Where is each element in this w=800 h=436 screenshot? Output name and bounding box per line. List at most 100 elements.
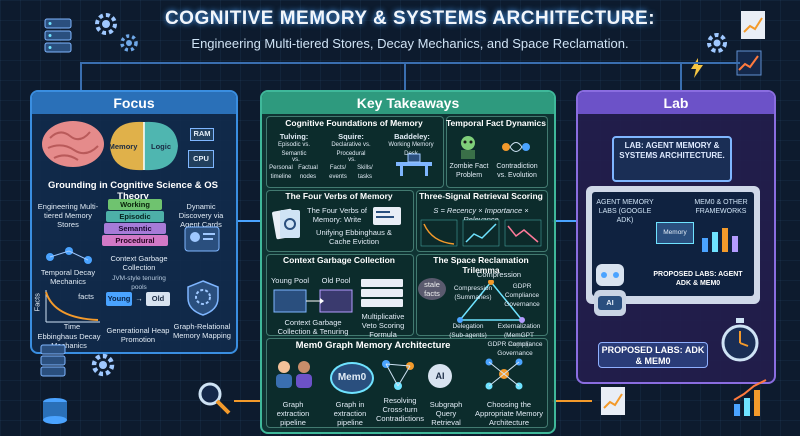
- people-icon: [276, 361, 312, 388]
- zombie-icon: [461, 136, 475, 159]
- connector-line: [552, 400, 592, 402]
- generational-label: Generational Heap Promotion: [106, 326, 170, 344]
- connector-line: [404, 62, 406, 90]
- zombie-label: Zombie Fact Problem: [449, 163, 489, 179]
- tier-episodic: Episodic: [106, 211, 164, 222]
- skills-tasks: Skills/ tasks: [357, 165, 373, 180]
- tulving-name: Tulving:: [279, 132, 309, 141]
- trilemma-triangle: [457, 280, 525, 323]
- retrieval-formula: S = Recency × Importance × Relevance: [433, 206, 529, 224]
- multi-tier-label: Engineering Multi-tiered Memory Stores: [37, 202, 99, 229]
- temporal-dynamics-heading: Temporal Fact Dynamics: [446, 118, 546, 128]
- tier-semantic: Semantic: [104, 223, 166, 234]
- bar-mini-chart: [702, 228, 738, 252]
- pools-icon: [273, 289, 353, 313]
- facts-annotation: facts: [78, 292, 94, 301]
- tier-procedural: Procedural: [102, 235, 168, 246]
- facts-axis-label: Facts: [32, 293, 42, 312]
- four-verbs-write: The Four Verbs of Memory: Write: [306, 206, 368, 224]
- lab-title-badge: LAB: AGENT MEMORY & SYSTEMS ARCHITECTURE…: [612, 136, 732, 182]
- gear-icon: [707, 33, 727, 53]
- facts-events: Facts/ events: [329, 165, 347, 180]
- screen-memory-chip: Memory: [656, 222, 694, 244]
- young-pool-label: Young Pool: [270, 276, 310, 285]
- old-pool-label: Old Pool: [321, 276, 351, 285]
- memory-cards-icon: [272, 208, 300, 240]
- page-subtitle: Engineering Multi-tiered Stores, Decay M…: [191, 36, 629, 51]
- factual-nodes: Factual nodes: [298, 165, 318, 180]
- magnifier-icon: [198, 382, 231, 415]
- write-card-icon: [373, 207, 401, 225]
- split-brain-icon: [110, 121, 178, 171]
- network-icon: [46, 247, 92, 264]
- cognitive-foundations-heading: Cognitive Foundations of Memory: [285, 118, 423, 128]
- shield-brain-icon: [187, 280, 219, 316]
- unifying-label: Unifying Ebbinghaus & Cache Eviction: [316, 228, 392, 246]
- gear-icon: [120, 34, 138, 52]
- young-box: Young: [106, 292, 132, 306]
- growth-chart-icon: [733, 379, 767, 416]
- cognitive-foundations-box: [266, 116, 444, 188]
- gdpr-label: GDPR Compliance Governance: [504, 283, 540, 308]
- screen-left-label: AGENT MEMORY LABS (GOOGLE ADK): [596, 199, 654, 224]
- temporal-decay-label: Temporal Decay Mechanics: [40, 268, 96, 286]
- connector-line: [552, 220, 576, 222]
- jvm-note: JVM-style tenuring pools: [112, 275, 166, 291]
- stale-facts-badge: stale facts: [418, 278, 446, 300]
- gear-icon: [95, 13, 117, 35]
- contradiction-icon: [502, 142, 530, 152]
- context-gc-heading: Context Garbage Collection: [283, 255, 395, 265]
- gear-icon: [91, 353, 115, 377]
- logic-label: Logic: [151, 142, 171, 151]
- dynamic-discovery-label: Dynamic Discovery via Agent Cards: [178, 202, 224, 229]
- retrieval-heading: Three-Signal Retrieval Scoring: [419, 191, 543, 201]
- trilemma-heading: The Space Reclamation Trilemma: [433, 255, 529, 275]
- graph-extraction-label: Graph extraction pipeline: [276, 400, 310, 427]
- graph-relational-label: Graph-Relational Memory Mapping: [173, 322, 231, 340]
- memory-label: Memory: [108, 142, 138, 151]
- database-icon: [43, 398, 67, 424]
- decay-curve-chart: [45, 290, 100, 323]
- screen-proposed-label: PROPOSED LABS: AGENT ADK & MEM0: [653, 271, 743, 287]
- lab-heading: Lab: [578, 92, 774, 114]
- squire-name: Squire:: [338, 132, 364, 141]
- gc-caption: Context Garbage Collection & Tenuring: [277, 318, 349, 336]
- subgraph-label: Subgraph Query Retrieval: [429, 400, 463, 427]
- four-verbs-heading: The Four Verbs of Memory: [285, 191, 393, 201]
- cpu-chip: CPU: [188, 150, 214, 168]
- connector-line: [80, 62, 740, 64]
- graph-in-label: Graph in extraction pipeline: [333, 400, 367, 427]
- compression-top: Compression: [476, 270, 522, 279]
- veto-label: Multiplicative Veto Scoring Formula: [361, 312, 405, 339]
- time-axis-label: Time: [63, 322, 81, 331]
- trend-card-icon: [601, 387, 625, 415]
- context-gc-label: Context Garbage Collection: [110, 254, 168, 272]
- key-takeaways-heading: Key Takeaways: [262, 92, 554, 114]
- tulving-sub: Episodic vs. Semantic: [277, 142, 310, 157]
- server-icon: [40, 344, 66, 377]
- connector-line: [236, 220, 260, 222]
- resolving-label: Resolving Cross-turn Contradictions: [376, 396, 424, 423]
- mem0-badge: Mem0: [330, 362, 374, 394]
- page-title: COGNITIVE MEMORY & SYSTEMS ARCHITECTURE:: [164, 8, 656, 29]
- brain-icon: [42, 121, 104, 167]
- screen-right-label: MEM0 & OTHER FRAMEWORKS: [694, 199, 748, 215]
- lightning-icon: [691, 58, 703, 78]
- old-box: Old: [146, 292, 170, 306]
- grounding-heading: Grounding in Cognitive Science & OS Theo…: [48, 180, 218, 202]
- connector-line: [80, 62, 82, 90]
- vs-label-2: vs.: [348, 157, 356, 163]
- ebbinghaus-label: Ebbinghaus Decay Mechanics: [37, 332, 101, 350]
- vs-label: vs.: [292, 157, 300, 163]
- choosing-label: Choosing the Appropriate Memory Architec…: [475, 400, 543, 427]
- server-icon: [44, 18, 72, 53]
- mem0-heading: Mem0 Graph Memory Architecture: [295, 340, 451, 351]
- ram-chip: RAM: [190, 128, 214, 141]
- architecture-graph-icon: [485, 358, 523, 390]
- proposed-labs-banner: PROPOSED LABS: ADK & MEM0: [598, 342, 708, 368]
- contradiction-label: Contradiction vs. Evolution: [496, 163, 538, 179]
- baddeley-name: Baddeley:: [394, 132, 430, 141]
- retrieval-mini-charts: [420, 219, 542, 247]
- graph-nodes-icon: [382, 360, 414, 390]
- desk-icon: [396, 153, 432, 176]
